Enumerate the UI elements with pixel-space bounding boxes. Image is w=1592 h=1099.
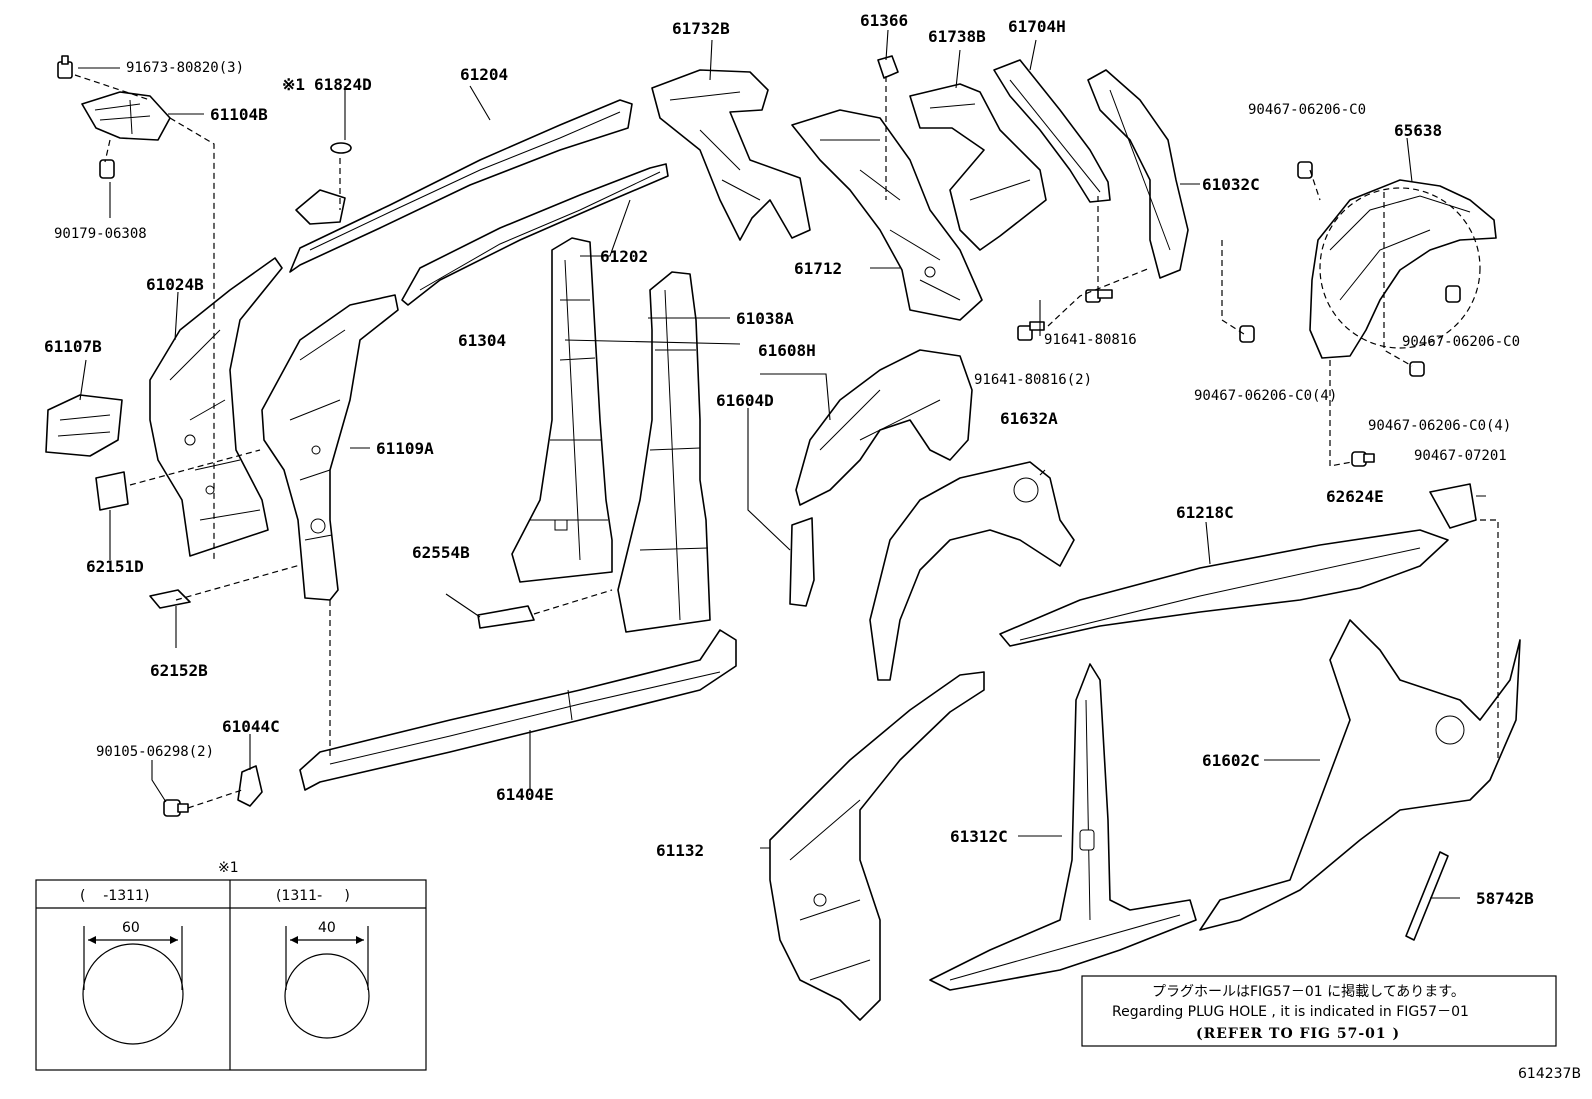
- dimension-60-graphic: [82, 926, 184, 1045]
- note-line-jp: プラグホールはFIG57－01 に掲載してあります。: [1152, 984, 1465, 1000]
- label-91673-80820: 91673-80820(3): [126, 60, 244, 76]
- label-61038a: 61038A: [736, 309, 794, 328]
- clip-61366: [877, 55, 899, 79]
- part-61218c: [999, 529, 1449, 647]
- label-61366: 61366: [860, 11, 908, 30]
- label-65638: 65638: [1394, 121, 1442, 140]
- pad-62152b: [149, 589, 191, 609]
- pad-62554b: [477, 605, 535, 629]
- part-61712: [791, 109, 983, 321]
- label-61104b: 61104B: [210, 105, 268, 124]
- part-61202: [401, 163, 669, 306]
- note-line-refer: (REFER TO FIG 57-01 ): [1196, 1026, 1400, 1042]
- part-61032c: [1087, 69, 1189, 279]
- part-61608h: [795, 349, 973, 506]
- label-90105-06298-2: 90105-06298(2): [96, 744, 214, 760]
- dash-circle: [1319, 187, 1481, 349]
- label-61312c: 61312C: [950, 827, 1008, 846]
- dash-line: [74, 74, 1499, 809]
- label-61204: 61204: [460, 65, 508, 84]
- label-62554b: 62554B: [412, 543, 470, 562]
- label-61712: 61712: [794, 259, 842, 278]
- part-65638: [1309, 179, 1497, 359]
- part-61704h: [993, 59, 1111, 203]
- label-61044c: 61044C: [222, 717, 280, 736]
- label-58742b: 58742B: [1476, 889, 1534, 908]
- part-61109a: [261, 294, 399, 601]
- part-61038a: [617, 271, 711, 633]
- label-90467-06206-c0-4-left: 90467-06206-C0(4): [1194, 388, 1337, 404]
- reference-table: ※1 ( -1311) (1311- ) 60 40: [35, 860, 427, 1071]
- bolt-91641-a: [1085, 289, 1113, 303]
- table-col2-header: (1311- ): [276, 888, 350, 904]
- note-line-en: Regarding PLUG HOLE , it is indicated in…: [1112, 1004, 1469, 1020]
- part-61632a: [869, 461, 1075, 681]
- label-62151d: 62151D: [86, 557, 144, 576]
- nut-90467-left: [1239, 325, 1255, 343]
- label-61032c: 61032C: [1202, 175, 1260, 194]
- part-58742b: [1405, 851, 1449, 941]
- pad-62624e: [1429, 483, 1477, 529]
- part-61732b: [651, 69, 811, 241]
- label-90179-06308: 90179-06308: [54, 226, 147, 242]
- label-61132: 61132: [656, 841, 704, 860]
- pad-62151d: [95, 471, 129, 511]
- note-box: プラグホールはFIG57－01 に掲載してあります。 Regarding PLU…: [1081, 975, 1557, 1047]
- label-61024b: 61024B: [146, 275, 204, 294]
- label-61107b: 61107B: [44, 337, 102, 356]
- label-91641-80816-2: 91641-80816(2): [974, 372, 1092, 388]
- nut-90467-right: [1409, 361, 1425, 377]
- bolt-90105: [163, 799, 189, 817]
- label-90467-07201: 90467-07201: [1414, 448, 1507, 464]
- table-col1-header: ( -1311): [80, 888, 149, 904]
- label-61732b: 61732B: [672, 19, 730, 38]
- part-61304: [511, 237, 613, 583]
- label-61109a: 61109A: [376, 439, 434, 458]
- label-90467-06206-c0-4-right: 90467-06206-C0(4): [1368, 418, 1511, 434]
- part-61738b: [909, 83, 1047, 251]
- part-61132: [769, 671, 985, 1021]
- label-61602c: 61602C: [1202, 751, 1260, 770]
- part-61204: [289, 99, 633, 273]
- label-61824d: 61824D: [314, 75, 372, 94]
- label-90467-06206-c0-top: 90467-06206-C0: [1248, 102, 1366, 118]
- dimension-40-graphic: [284, 926, 370, 1039]
- marker-symbol: ※1: [282, 75, 305, 94]
- leader-line: [78, 29, 1486, 899]
- label-61608h: 61608H: [758, 341, 816, 360]
- label-61604d: 61604D: [716, 391, 774, 410]
- label-90467-06206-c0-mid: 90467-06206-C0: [1402, 334, 1520, 350]
- nut-90467-mid: [1445, 285, 1461, 303]
- table-col1-value: 60: [122, 920, 140, 936]
- part-61404e: [299, 629, 737, 791]
- label-61202: 61202: [600, 247, 648, 266]
- label-61704h: 61704H: [1008, 17, 1066, 36]
- label-62152b: 62152B: [150, 661, 208, 680]
- label-61218c: 61218C: [1176, 503, 1234, 522]
- label-61738b: 61738B: [928, 27, 986, 46]
- part-61024b: [149, 257, 283, 557]
- label-91641-80816: 91641-80816: [1044, 332, 1137, 348]
- label-61404e: 61404E: [496, 785, 554, 804]
- diagram-id: 614237B: [1518, 1066, 1581, 1082]
- nut-90467-top: [1297, 161, 1313, 179]
- nut-90179: [99, 159, 115, 179]
- part-61107b: [45, 394, 123, 457]
- table-col2-value: 40: [318, 920, 336, 936]
- plug-61824d: [330, 142, 352, 154]
- label-61304: 61304: [458, 331, 506, 350]
- part-61312c: [929, 663, 1197, 991]
- part-61604d: [789, 517, 815, 607]
- table-marker: ※1: [218, 860, 239, 876]
- part-61044c: [237, 765, 263, 807]
- label-62624e: 62624E: [1326, 487, 1384, 506]
- part-61104b: [81, 91, 171, 141]
- bolt-91641-b: [1017, 321, 1045, 341]
- bolt-90467-07201: [1351, 451, 1375, 467]
- bolt-91673: [57, 55, 73, 79]
- part-61602c: [1199, 619, 1521, 931]
- label-61632a: 61632A: [1000, 409, 1058, 428]
